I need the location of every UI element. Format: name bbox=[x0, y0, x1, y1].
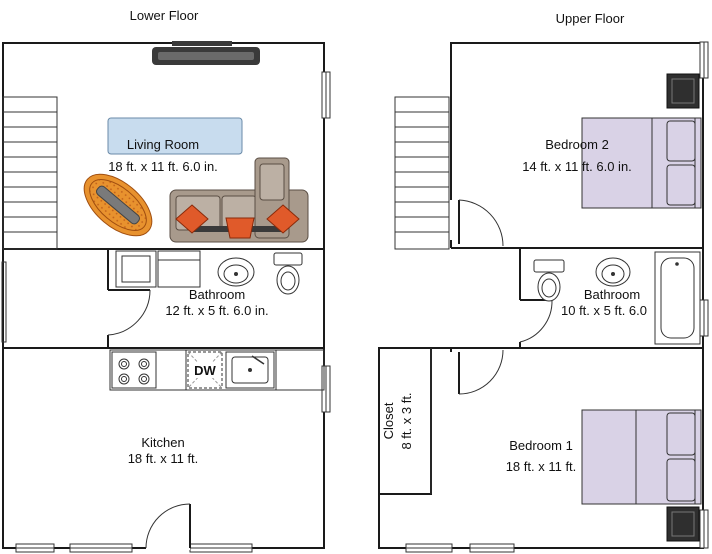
upper-floor: Closet 8 ft. x 3 ft. Bedroom 2 14 ft. x … bbox=[378, 41, 709, 553]
upper-right-window-top bbox=[699, 41, 709, 79]
kitchen-sink-icon bbox=[225, 351, 275, 389]
dishwasher-icon bbox=[187, 351, 223, 389]
upper-floor-title: Upper Floor bbox=[556, 11, 625, 26]
sofa-icon bbox=[169, 157, 309, 243]
bedroom1-name: Bedroom 1 bbox=[509, 438, 573, 453]
kitchen-name: Kitchen bbox=[141, 435, 184, 450]
lower-bathroom-name: Bathroom bbox=[189, 287, 245, 302]
lower-bathroom-size: 12 ft. x 5 ft. 6.0 in. bbox=[165, 303, 268, 318]
stove-icon bbox=[111, 351, 157, 389]
armchair-icon bbox=[83, 173, 153, 237]
lower-bottom-window-right bbox=[189, 543, 253, 553]
living-room-name: Living Room bbox=[127, 137, 199, 152]
upper-stairs bbox=[394, 96, 450, 250]
kitchen-counter: DW bbox=[109, 349, 325, 391]
lower-left-window bbox=[1, 261, 7, 343]
upper-bathroom-name: Bathroom bbox=[584, 287, 640, 302]
tv-icon bbox=[152, 41, 260, 65]
lower-bathroom-door bbox=[107, 289, 151, 336]
bedroom2-door bbox=[458, 199, 504, 247]
upper-sink-icon bbox=[595, 257, 631, 287]
bedroom1-size: 18 ft. x 11 ft. bbox=[506, 459, 577, 474]
lower-bottom-window-left bbox=[15, 543, 55, 553]
lower-sink-icon bbox=[217, 257, 255, 287]
closet bbox=[378, 347, 432, 495]
lower-bath-cabinets bbox=[115, 250, 201, 288]
cushion-icon bbox=[175, 204, 209, 234]
bed1-icon bbox=[581, 409, 702, 505]
bed2-icon bbox=[581, 117, 702, 209]
lower-stairs bbox=[2, 96, 58, 250]
bathtub-icon bbox=[654, 251, 701, 345]
upper-right-window-mid bbox=[699, 299, 709, 337]
lower-floor-title: Lower Floor bbox=[130, 8, 199, 23]
upper-toilet-icon bbox=[533, 259, 565, 302]
lower-right-window-bottom bbox=[321, 365, 331, 413]
nightstand-icon bbox=[666, 506, 700, 542]
closet-name: Closet bbox=[381, 402, 396, 439]
dishwasher-label: DW bbox=[194, 363, 216, 378]
lower-right-window-top bbox=[321, 71, 331, 119]
living-room-size: 18 ft. x 11 ft. 6.0 in. bbox=[108, 159, 218, 174]
upper-bottom-window-right bbox=[469, 543, 515, 553]
upper-bathroom-door bbox=[519, 299, 553, 343]
bedroom1-door bbox=[458, 349, 504, 395]
closet-size: 8 ft. x 3 ft. bbox=[399, 392, 414, 449]
upper-bathroom-size: 10 ft. x 5 ft. 6.0 bbox=[561, 303, 647, 318]
upper-bottom-window-left bbox=[405, 543, 453, 553]
lower-toilet-icon bbox=[273, 252, 303, 295]
front-door bbox=[145, 503, 191, 550]
bedroom2-name: Bedroom 2 bbox=[545, 137, 609, 152]
nightstand-icon bbox=[666, 73, 700, 109]
rug bbox=[107, 117, 243, 155]
upper-right-window-bottom bbox=[699, 509, 709, 549]
kitchen-size: 18 ft. x 11 ft. bbox=[128, 451, 199, 466]
lower-bottom-window-mid bbox=[69, 543, 133, 553]
bedroom2-size: 14 ft. x 11 ft. 6.0 in. bbox=[522, 159, 632, 174]
lower-floor: DW Living Room 18 ft. x 11 ft. 6.0 in. B… bbox=[1, 41, 331, 553]
